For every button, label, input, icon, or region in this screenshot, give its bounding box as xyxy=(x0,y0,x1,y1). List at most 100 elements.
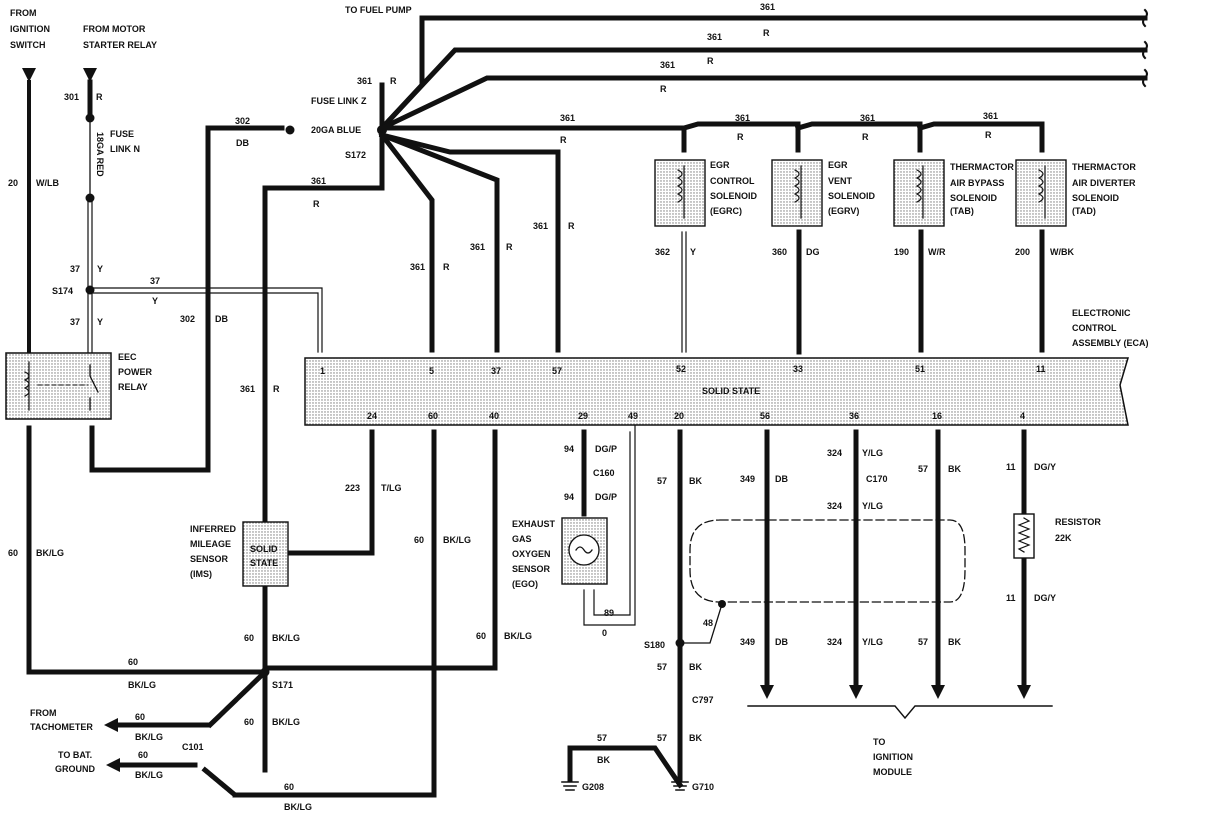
s180-dot xyxy=(675,638,685,648)
label-y-b: Y xyxy=(152,296,158,306)
sol3-color: W/R xyxy=(928,247,946,257)
wire-89 xyxy=(593,431,631,616)
shield xyxy=(689,519,966,603)
wire-361-sol4 xyxy=(916,121,1045,153)
label-r-fp2: R xyxy=(763,28,770,38)
eca-bottom-pins: 24 60 40 29 49 20 56 36 16 4 xyxy=(367,411,1025,421)
label-60-e: 60 xyxy=(128,657,138,667)
label-60-i: 60 xyxy=(284,782,294,792)
wires xyxy=(26,15,1148,798)
sol2-l2: VENT xyxy=(828,176,853,186)
arrow-11-icon xyxy=(1017,685,1031,699)
pin-24: 24 xyxy=(367,411,377,421)
label-361-sol3: 361 xyxy=(860,113,875,123)
resistor-value: 22K xyxy=(1055,533,1072,543)
label-60-b: 60 xyxy=(414,535,424,545)
label-r-z: R xyxy=(390,76,397,86)
connector-c170: C170 xyxy=(866,474,888,484)
label-361-fp3: 361 xyxy=(660,60,675,70)
label-bk-d: BK xyxy=(597,755,610,765)
label-361-p5: 361 xyxy=(410,262,425,272)
sol4-num: 200 xyxy=(1015,247,1030,257)
label-bklg-d: BK/LG xyxy=(272,633,300,643)
label-324-b: 324 xyxy=(827,501,842,511)
eec-power-relay xyxy=(5,352,112,420)
label-361-sol4: 361 xyxy=(983,111,998,121)
solenoid-boxes xyxy=(654,159,1067,227)
label-r-p57: R xyxy=(568,221,575,231)
wave-end-1-icon xyxy=(1142,8,1148,28)
wire-302-db xyxy=(89,125,285,473)
ego-l5: (EGO) xyxy=(512,579,538,589)
label-361-z: 361 xyxy=(357,76,372,86)
ignition-bracket xyxy=(747,705,1053,720)
splice-dots xyxy=(85,113,685,677)
label-r-p37: R xyxy=(506,242,513,252)
from-motor-l2: STARTER RELAY xyxy=(83,40,157,50)
sol1-num: 362 xyxy=(655,247,670,257)
label-zero: 0 xyxy=(602,628,607,638)
label-57-c: 57 xyxy=(657,733,667,743)
pin-57: 57 xyxy=(552,366,562,376)
label-301-r: R xyxy=(96,92,103,102)
wire-60-pin60 xyxy=(201,429,437,798)
pin-56: 56 xyxy=(760,411,770,421)
to-ignition-l3: MODULE xyxy=(873,767,912,777)
wire-ego-return xyxy=(583,409,636,626)
wire-223-tlg xyxy=(287,429,375,556)
from-tach-l1: FROM xyxy=(30,708,57,718)
sol1-color: Y xyxy=(690,247,696,257)
label-r-p5: R xyxy=(443,262,450,272)
label-302-a: 302 xyxy=(235,116,250,126)
to-ignition-l1: TO xyxy=(873,737,885,747)
sol2-l3: SOLENOID xyxy=(828,191,876,201)
label-db-c: DB xyxy=(775,474,788,484)
arrow-324-icon xyxy=(849,685,863,699)
wire-60-pin40 xyxy=(262,429,498,671)
ego-sensor xyxy=(561,517,608,585)
label-bklg-c: BK/LG xyxy=(504,631,532,641)
label-94-b: 94 xyxy=(564,492,574,502)
arrow-bat-icon xyxy=(106,758,120,772)
shield-dot xyxy=(718,600,726,608)
pin-16: 16 xyxy=(932,411,942,421)
label-301: 301 xyxy=(64,92,79,102)
label-r-sol2: R xyxy=(737,132,744,142)
resistor-label: RESISTOR xyxy=(1055,517,1101,527)
s171-dot xyxy=(260,667,270,677)
ims-inner-l2: STATE xyxy=(250,558,278,568)
label-bk-b: BK xyxy=(689,662,702,672)
label-bklg-b: BK/LG xyxy=(443,535,471,545)
label-db-d: DB xyxy=(775,637,788,647)
pin-29: 29 xyxy=(578,411,588,421)
label-324-c: 324 xyxy=(827,637,842,647)
pin-5: 5 xyxy=(429,366,434,376)
connector-c797: C797 xyxy=(692,695,714,705)
arrow-ignition-icon xyxy=(22,68,36,82)
label-y-c: Y xyxy=(97,317,103,327)
eca-title-l1: ELECTRONIC xyxy=(1072,308,1131,318)
label-361-fp2: 361 xyxy=(707,32,722,42)
ego-l2: GAS xyxy=(512,534,532,544)
wire-37-y-b xyxy=(91,287,323,353)
wire-361-ims xyxy=(262,132,385,523)
to-ignition-l2: IGNITION xyxy=(873,752,913,762)
fuse-link-z-l1: FUSE LINK Z xyxy=(311,96,367,106)
label-20: 20 xyxy=(8,178,18,188)
pin-36: 36 xyxy=(849,411,859,421)
label-60-g: 60 xyxy=(135,712,145,722)
wire-361-pin37 xyxy=(378,131,500,353)
label-361-sol2: 361 xyxy=(735,113,750,123)
from-tach-l2: TACHOMETER xyxy=(30,722,93,732)
wire-361-sol2 xyxy=(680,121,801,153)
sol1-l4: (EGRC) xyxy=(710,206,742,216)
label-dgy-a: DG/Y xyxy=(1034,462,1056,472)
label-302-b: 302 xyxy=(180,314,195,324)
ims-inner-l1: SOLID xyxy=(250,544,278,554)
label-bklg-h: BK/LG xyxy=(135,770,163,780)
ims-l3: SENSOR xyxy=(190,554,229,564)
sol2-num: 360 xyxy=(772,247,787,257)
sol1-l3: SOLENOID xyxy=(710,191,758,201)
ims-l4: (IMS) xyxy=(190,569,212,579)
label-60-d: 60 xyxy=(244,633,254,643)
